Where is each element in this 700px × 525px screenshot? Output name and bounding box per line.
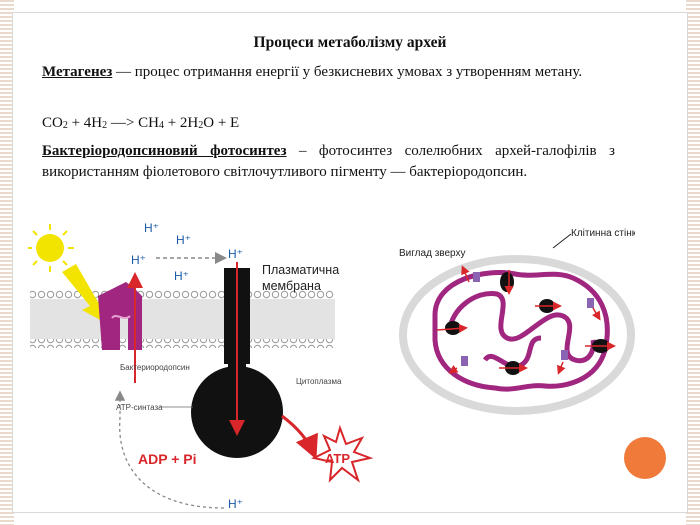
accent-circle-icon <box>624 437 666 479</box>
atp-synthase-label: ATP-синтаза <box>116 403 163 412</box>
atp-synthase-marker-icon <box>445 321 461 335</box>
slide-frame <box>12 12 688 513</box>
atp-star-icon <box>311 424 374 483</box>
bacteriorhodopsin-term: Бактеріородопсиновий фотосинтез <box>42 143 287 159</box>
membrane-bottom-beads <box>30 339 335 348</box>
right-decorative-rail <box>686 0 700 525</box>
bacteriorhodopsin-paragraph: Бактеріородопсиновий фотосинтез – фотоси… <box>42 141 615 183</box>
metanogenesis-paragraph: Метагенез — процес отримання енергії у б… <box>42 62 615 83</box>
h-plus-label: H⁺ <box>144 221 159 235</box>
membrane-core <box>30 299 335 339</box>
metanogenesis-term: Метагенез <box>42 64 113 80</box>
bacteriorhodopsin-marker-icon <box>461 356 468 366</box>
top-view-label: Виглад зверху <box>399 248 466 259</box>
atp-label: ATP <box>325 451 350 466</box>
methane-equation: CO2 + 4H2 —> CH4 + 2H2O + E <box>42 115 240 131</box>
bacteriorhodopsin-marker-icon <box>587 298 594 308</box>
bacteriorhodopsin-diagram: H⁺ H⁺ H⁺ H⁺ H⁺ H⁺ ATP ADP + Pi Плазматич… <box>28 221 374 511</box>
sun-icon <box>28 224 74 272</box>
light-arrow-icon <box>62 264 106 322</box>
cytoplasm-label: Цитоплазма <box>296 377 342 386</box>
h-plus-label: H⁺ <box>228 247 243 261</box>
h-plus-label: H⁺ <box>176 233 191 247</box>
cell-wall <box>399 255 635 415</box>
bacteriorhodopsin-label: Бактериородопсин <box>120 363 190 372</box>
bacteriorhodopsin-marker-icon <box>561 350 568 360</box>
atp-synthase-marker-icon <box>500 272 514 292</box>
membrane-top-beads <box>30 290 335 299</box>
left-decorative-rail <box>0 0 14 525</box>
h-plus-label: H⁺ <box>131 253 146 267</box>
membrane-label-line1: Плазматична <box>262 263 339 277</box>
slide-title: Процеси метаболізму архей <box>253 34 447 51</box>
cell-top-view-diagram: Виглад зверху Клітинна стінка <box>399 228 635 415</box>
adp-pi-label: ADP + Pi <box>138 451 197 467</box>
atp-production-arrow-icon <box>281 414 318 460</box>
cell-wall-label: Клітинна стінка <box>571 228 635 239</box>
bacteriorhodopsin-definition: – фотосинтез солелюбних архей-галофілів … <box>42 143 615 180</box>
metanogenesis-definition: — процес отримання енергії у безкисневих… <box>112 64 583 80</box>
bacteriorhodopsin-marker-icon <box>473 272 480 282</box>
membrane-label-line2: мембрана <box>262 279 321 293</box>
h-plus-label: H⁺ <box>228 497 243 511</box>
h-plus-label: H⁺ <box>174 269 189 283</box>
